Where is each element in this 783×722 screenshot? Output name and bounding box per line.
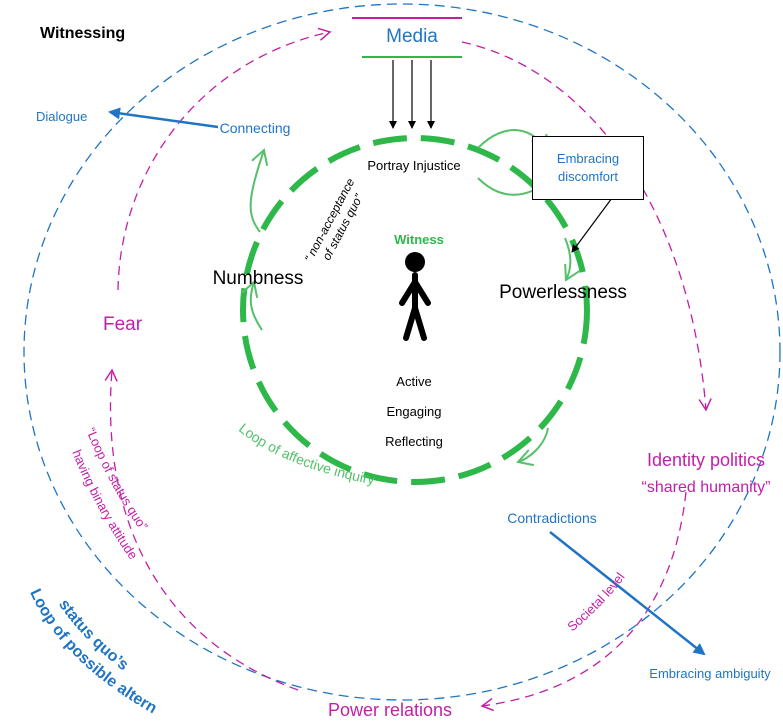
magenta-loop-top-left bbox=[117, 27, 332, 291]
embracing-discomfort-line-2: discomfort bbox=[558, 169, 618, 184]
loop-affective-text: Loop of affective inquiry bbox=[236, 420, 376, 488]
witness-figure bbox=[399, 252, 431, 341]
loop-affective-label: Loop of affective inquiry bbox=[236, 420, 376, 488]
discomfort-arrow bbox=[571, 197, 613, 253]
powerlessness-label: Powerlessness bbox=[499, 282, 627, 303]
center-word-active: Active bbox=[396, 374, 431, 389]
center-word-reflecting: Reflecting bbox=[385, 434, 443, 449]
dialogue-label: Dialogue bbox=[36, 109, 87, 124]
societal-level-text: Societal level bbox=[564, 570, 627, 635]
loop-alternative-line-1: Loop of possible alternative bbox=[0, 0, 160, 717]
contradictions-label: Contradictions bbox=[507, 510, 597, 526]
identity-politics-label: Identity politics bbox=[647, 450, 765, 470]
power-relations-label: Power relations bbox=[328, 700, 452, 717]
connecting-label: Connecting bbox=[220, 120, 291, 136]
embracing-ambiguity-label: Embracing ambiguity bbox=[649, 666, 771, 681]
portray-injustice-label: Portray Injustice bbox=[367, 158, 460, 173]
magenta-loop-bottom-left bbox=[104, 368, 299, 691]
outer-loop-circle bbox=[23, 3, 781, 701]
affective-inquiry-loop bbox=[240, 135, 590, 485]
magenta-loop-bottom-right bbox=[480, 491, 687, 712]
non-acceptance-label: “ non-acceptance of status quo” bbox=[302, 176, 367, 265]
shared-humanity-label: “shared humanity” bbox=[642, 479, 771, 496]
green-arrow-numbness bbox=[249, 148, 269, 233]
ambiguity-arrow bbox=[549, 531, 706, 656]
green-arrow-left bbox=[241, 280, 263, 331]
loop-alternative-text-1: Loop of possible alternative bbox=[0, 0, 160, 717]
green-arrow-powerlessness bbox=[564, 237, 580, 282]
title-text: Witnessing bbox=[40, 25, 125, 42]
witness-label: Witness bbox=[394, 232, 444, 247]
green-arrow-contradictions bbox=[516, 427, 549, 467]
societal-level-label: Societal level bbox=[564, 570, 627, 635]
dialogue-arrow bbox=[108, 107, 219, 129]
numbness-label: Numbness bbox=[213, 268, 304, 289]
embracing-discomfort-box: Embracing discomfort bbox=[532, 136, 644, 200]
magenta-loop-top-right bbox=[461, 41, 712, 412]
embracing-discomfort-line-1: Embracing bbox=[556, 151, 620, 166]
media-label: Media bbox=[386, 26, 438, 47]
center-word-engaging: Engaging bbox=[387, 404, 442, 419]
fear-label: Fear bbox=[103, 314, 143, 335]
